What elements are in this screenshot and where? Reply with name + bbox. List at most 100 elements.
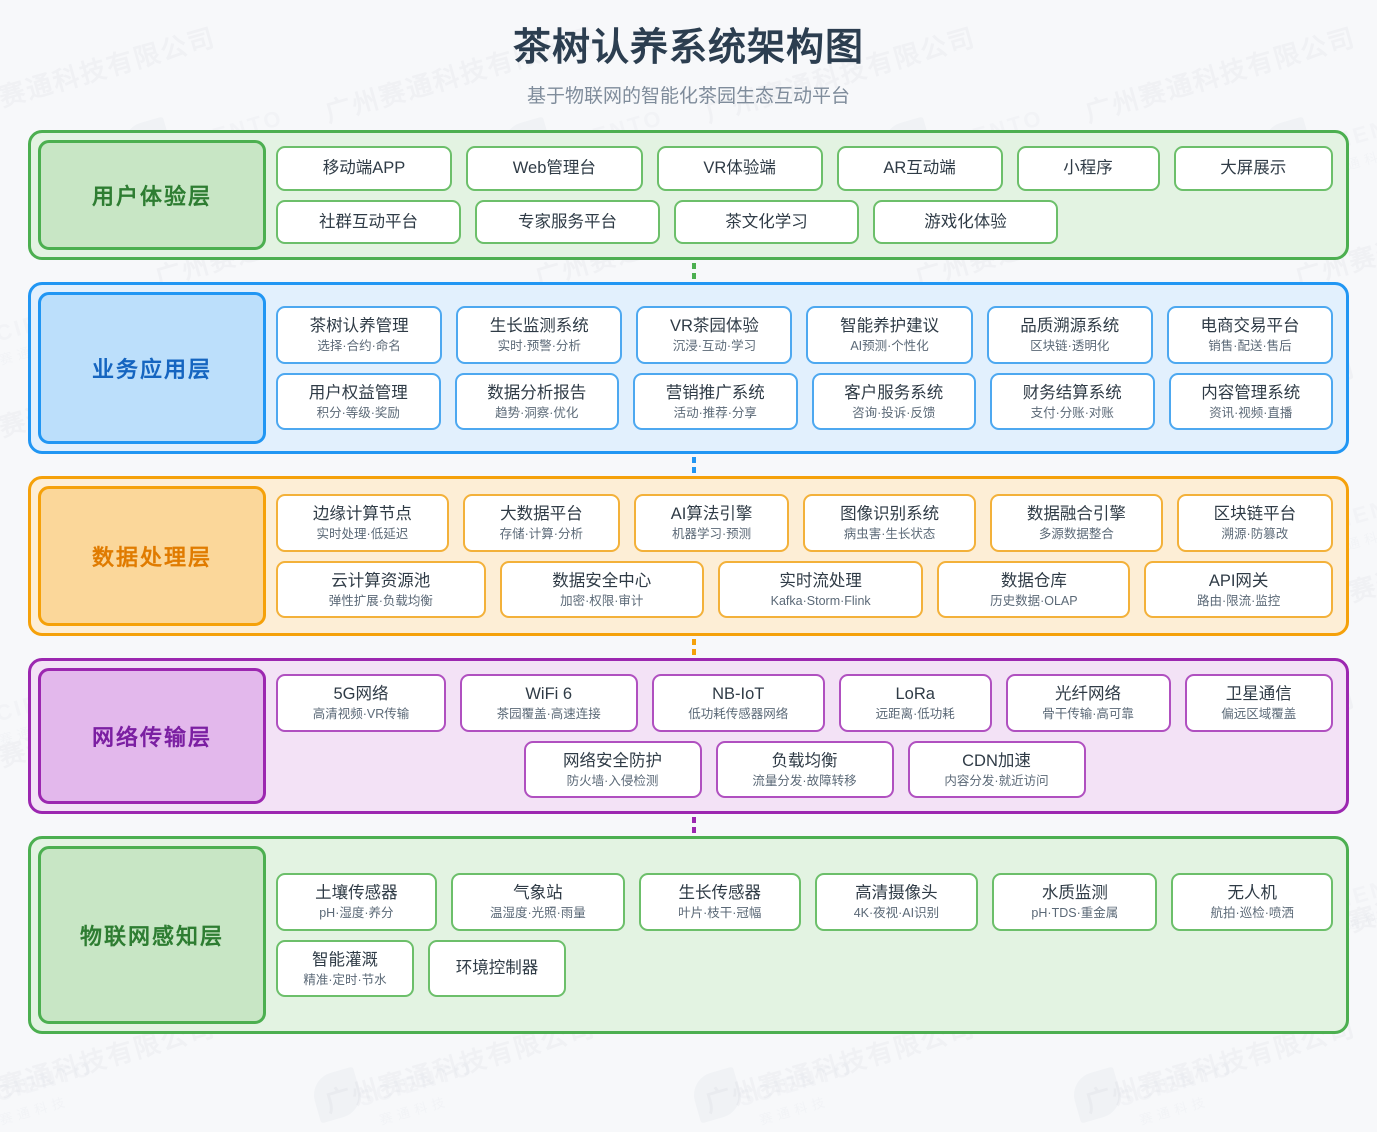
layer-title-data[interactable]: 数据处理层 [38, 486, 266, 626]
card-title: 大数据平台 [500, 504, 583, 523]
card-subtitle: 病虫害·生长状态 [843, 527, 936, 542]
card-数据安全中心[interactable]: 数据安全中心加密·权限·审计 [499, 560, 704, 619]
card-AR互动端[interactable]: AR互动端 [836, 146, 1003, 191]
card-生长传感器[interactable]: 生长传感器叶片·枝干·冠幅 [638, 873, 801, 931]
card-大数据平台[interactable]: 大数据平台存储·计算·分析 [462, 493, 620, 552]
card-subtitle: 温湿度·光照·雨量 [489, 906, 586, 921]
card-subtitle: 区块链·透明化 [1030, 339, 1110, 354]
layer-connector [28, 636, 1349, 658]
card-财务结算系统[interactable]: 财务结算系统支付·分账·对账 [990, 372, 1155, 431]
card-subtitle: pH·湿度·养分 [319, 906, 394, 921]
card-subtitle: 存储·计算·分析 [499, 527, 583, 542]
card-环境控制器[interactable]: 环境控制器 [428, 939, 566, 998]
watermark-brand-en: SCIENTO [735, 1054, 857, 1112]
card-茶树认养管理[interactable]: 茶树认养管理选择·合约·命名 [276, 305, 443, 364]
card-数据仓库[interactable]: 数据仓库历史数据·OLAP [937, 560, 1131, 619]
card-云计算资源池[interactable]: 云计算资源池弹性扩展·负载均衡 [276, 560, 486, 619]
card-title: 小程序 [1063, 159, 1113, 178]
card-数据融合引擎[interactable]: 数据融合引擎多源数据整合 [989, 493, 1163, 552]
layer-title-user[interactable]: 用户体验层 [38, 140, 266, 250]
card-title: 客户服务系统 [844, 383, 944, 402]
card-subtitle: 低功耗传感器网络 [688, 707, 789, 722]
card-无人机[interactable]: 无人机航拍·巡检·喷洒 [1171, 873, 1334, 931]
card-图像识别系统[interactable]: 图像识别系统病虫害·生长状态 [803, 493, 976, 552]
card-游戏化体验[interactable]: 游戏化体验 [873, 199, 1058, 244]
card-title: 高清摄像头 [855, 884, 938, 903]
card-气象站[interactable]: 气象站温湿度·光照·雨量 [450, 873, 625, 931]
card-title: VR体验端 [703, 159, 776, 178]
card-品质溯源系统[interactable]: 品质溯源系统区块链·透明化 [986, 305, 1153, 364]
card-智能灌溉[interactable]: 智能灌溉精准·定时·节水 [276, 939, 414, 998]
layer-title-business[interactable]: 业务应用层 [38, 292, 266, 444]
card-实时流处理[interactable]: 实时流处理 Kafka·Storm·Flink [717, 560, 924, 619]
card-Web管理台[interactable]: Web管理台 [466, 146, 643, 191]
card-区块链平台[interactable]: 区块链平台溯源·防篡改 [1176, 493, 1334, 552]
card-茶文化学习[interactable]: 茶文化学习 [674, 199, 859, 244]
watermark-brand-cn: 赛通科技 [757, 1093, 832, 1128]
card-小程序[interactable]: 小程序 [1016, 146, 1160, 191]
layer-title-network[interactable]: 网络传输层 [38, 668, 266, 805]
card-光纤网络[interactable]: 光纤网络骨干传输·高可靠 [1005, 674, 1171, 732]
card-title: 大屏展示 [1220, 159, 1287, 178]
card-title: 实时流处理 [779, 571, 862, 590]
card-title: 5G网络 [333, 685, 389, 703]
card-subtitle: Kafka·Storm·Flink [770, 593, 871, 608]
card-title: 数据安全中心 [552, 571, 652, 590]
page-subtitle: 基于物联网的智能化茶园生态互动平台 [526, 86, 850, 107]
card-大屏展示[interactable]: 大屏展示 [1173, 146, 1334, 191]
card-VR体验端[interactable]: VR体验端 [656, 146, 823, 191]
card-负载均衡[interactable]: 负载均衡流量分发·故障转移 [715, 740, 894, 799]
card-title: CDN加速 [962, 751, 1031, 770]
card-title: AR互动端 [883, 159, 956, 178]
card-社群互动平台[interactable]: 社群互动平台 [276, 199, 461, 244]
card-subtitle: 实时·预警·分析 [497, 339, 581, 354]
card-row: 用户权益管理积分·等级·奖励数据分析报告趋势·洞察·优化营销推广系统活动·推荐·… [276, 372, 1333, 431]
card-边缘计算节点[interactable]: 边缘计算节点实时处理·低延迟 [276, 493, 449, 552]
card-营销推广系统[interactable]: 营销推广系统活动·推荐·分享 [633, 372, 798, 431]
card-AI算法引擎[interactable]: AI算法引擎机器学习·预测 [633, 493, 790, 552]
card-title: 卫星通信 [1225, 685, 1292, 703]
card-卫星通信[interactable]: 卫星通信偏远区域覆盖 [1184, 674, 1334, 732]
card-移动端APP[interactable]: 移动端APP [276, 146, 453, 191]
card-专家服务平台[interactable]: 专家服务平台 [475, 199, 660, 244]
watermark-leaf-icon [1068, 1066, 1126, 1124]
card-用户权益管理[interactable]: 用户权益管理积分·等级·奖励 [276, 372, 441, 431]
card-内容管理系统[interactable]: 内容管理系统资讯·视频·直播 [1168, 372, 1333, 431]
architecture-diagram-page: 茶树认养系统架构图 基于物联网的智能化茶园生态互动平台 用户体验层移动端APP W… [28, 27, 1349, 1035]
card-数据分析报告[interactable]: 数据分析报告趋势·洞察·优化 [454, 372, 619, 431]
card-title: 用户权益管理 [308, 383, 408, 402]
card-title: 生长监测系统 [489, 316, 589, 335]
card-subtitle: 弹性扩展·负载均衡 [328, 593, 433, 608]
card-title: 财务结算系统 [1022, 383, 1122, 402]
watermark-brand-en: SCIENTO [0, 1054, 97, 1112]
layer-title-iot[interactable]: 物联网感知层 [38, 846, 266, 1025]
card-subtitle: 骨干传输·高可靠 [1042, 707, 1134, 722]
card-5G网络[interactable]: 5G网络高清视频·VR传输 [276, 674, 446, 732]
page-title: 茶树认养系统架构图 [512, 27, 864, 69]
card-电商交易平台[interactable]: 电商交易平台销售·配送·售后 [1166, 305, 1334, 364]
card-subtitle: 偏远区域覆盖 [1221, 707, 1297, 722]
card-VR茶园体验[interactable]: VR茶园体验沉浸·互动·学习 [636, 305, 793, 364]
card-title: 图像识别系统 [840, 504, 940, 523]
watermark-brand-en: SCIENTO [1115, 1054, 1237, 1112]
card-CDN加速[interactable]: CDN加速内容分发·就近访问 [907, 740, 1086, 799]
card-WiFi 6[interactable]: WiFi 6茶园覆盖·高速连接 [459, 674, 638, 732]
card-客户服务系统[interactable]: 客户服务系统咨询·投诉·反馈 [811, 372, 976, 431]
card-网络安全防护[interactable]: 网络安全防护防火墙·入侵检测 [523, 740, 702, 799]
card-API网关[interactable]: API网关路由·限流·监控 [1144, 560, 1333, 619]
card-subtitle: 销售·配送·售后 [1208, 339, 1292, 354]
card-生长监测系统[interactable]: 生长监测系统实时·预警·分析 [456, 305, 623, 364]
card-title: API网关 [1208, 571, 1269, 590]
